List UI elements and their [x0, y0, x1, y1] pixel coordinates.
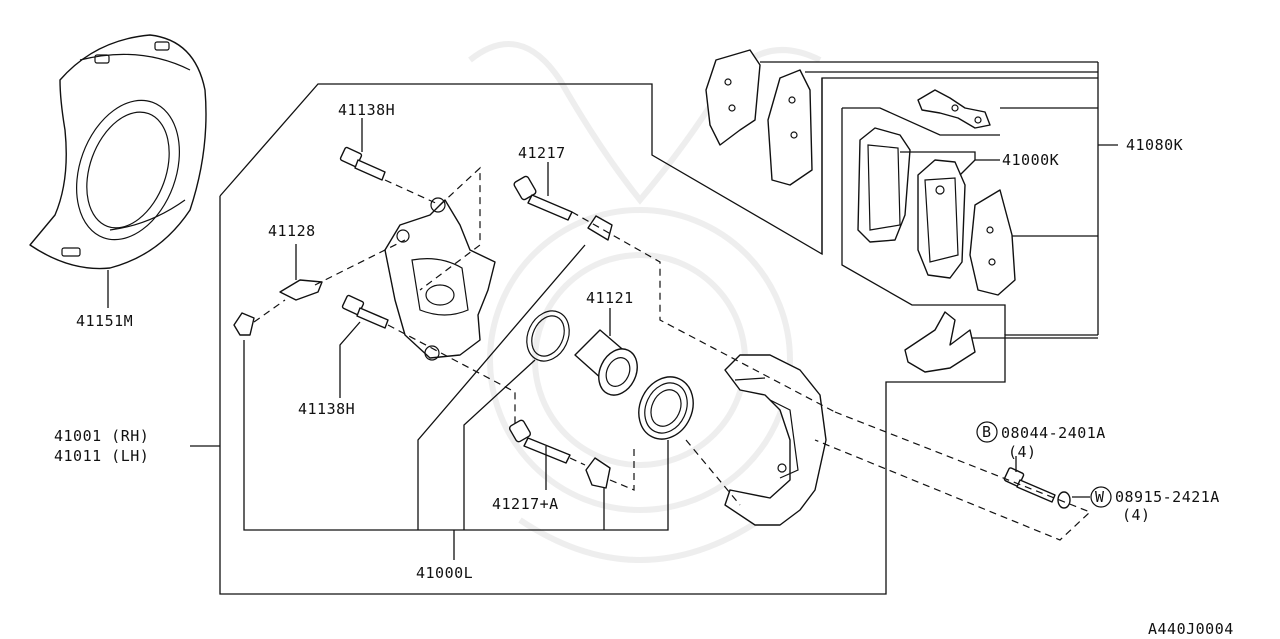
anti-rattle-spring: [904, 311, 976, 373]
label-41000l: 41000L: [416, 564, 473, 582]
torque-member: [724, 354, 827, 526]
label-41011: 41011 (LH): [54, 447, 149, 465]
label-washer-part: 08915-2421A: [1115, 488, 1220, 506]
mounting-bolt: [1003, 467, 1056, 503]
pad-shim-inner: [767, 69, 813, 186]
dash-upper-pin: [571, 211, 836, 413]
caliper-piston: [574, 329, 638, 396]
bleeder-cap: [233, 312, 255, 336]
label-washer-qty: (4): [1122, 506, 1151, 524]
bracket-41000l-boot: [417, 244, 586, 530]
dash-bolt: [814, 411, 1092, 541]
brake-pad-outer: [857, 127, 911, 243]
bracket-41000l: [243, 340, 669, 531]
guide-bolt-upper: [339, 146, 386, 181]
label-bolt-part: 08044-2401A: [1001, 424, 1106, 442]
piston-boot: [638, 376, 694, 440]
dash-upper-bolt: [384, 166, 481, 291]
label-41138h-top: 41138H: [338, 101, 395, 119]
figure-code: A440J0004: [1148, 620, 1234, 638]
label-41001: 41001 (RH): [54, 427, 149, 445]
lock-washer: [1057, 491, 1071, 509]
pin-boot-upper: [587, 215, 613, 241]
dash-lower-pin: [569, 446, 635, 491]
label-41121: 41121: [586, 289, 634, 307]
dash-bleeder: [314, 239, 406, 286]
bolt-symbol-letter: B: [982, 423, 992, 441]
dust-shield: [29, 34, 207, 270]
washer-symbol-letter: W: [1095, 488, 1105, 506]
label-41217a: 41217+A: [492, 495, 559, 513]
label-41151m: 41151M: [76, 312, 133, 330]
label-41000k: 41000K: [1002, 151, 1059, 169]
label-41217: 41217: [518, 144, 566, 162]
label-bolt-qty: (4): [1008, 443, 1037, 461]
label-41080k: 41080K: [1126, 136, 1183, 154]
pad-kit-inner-top: [842, 107, 1000, 136]
brake-pad-inner: [917, 159, 966, 279]
guide-bolt-lower: [341, 294, 389, 329]
pad-shim-rear: [969, 189, 1016, 296]
pad-kit-inner-bottom: [841, 108, 1006, 335]
pin-boot-lower: [585, 457, 611, 489]
pad-clip-upper: [917, 89, 991, 129]
label-41128: 41128: [268, 222, 316, 240]
piston-seal: [526, 310, 570, 362]
bleeder-screw: [279, 279, 323, 301]
dash-piston: [685, 439, 741, 506]
leader-41000k: [900, 151, 1000, 161]
dash-cap: [253, 299, 286, 323]
guide-pin-upper: [513, 175, 573, 221]
washer-symbol: W: [1090, 486, 1112, 508]
leader-41138h-bottom: [339, 321, 361, 398]
leader-41000k-b: [959, 159, 976, 176]
caliper-housing: [384, 197, 496, 361]
guide-pin-lower: [508, 419, 571, 464]
label-41138h-bottom: 41138H: [298, 400, 355, 418]
pad-shim-outer: [705, 49, 761, 146]
bracket-41000l-seal: [463, 359, 536, 530]
bolt-symbol: B: [976, 421, 998, 443]
